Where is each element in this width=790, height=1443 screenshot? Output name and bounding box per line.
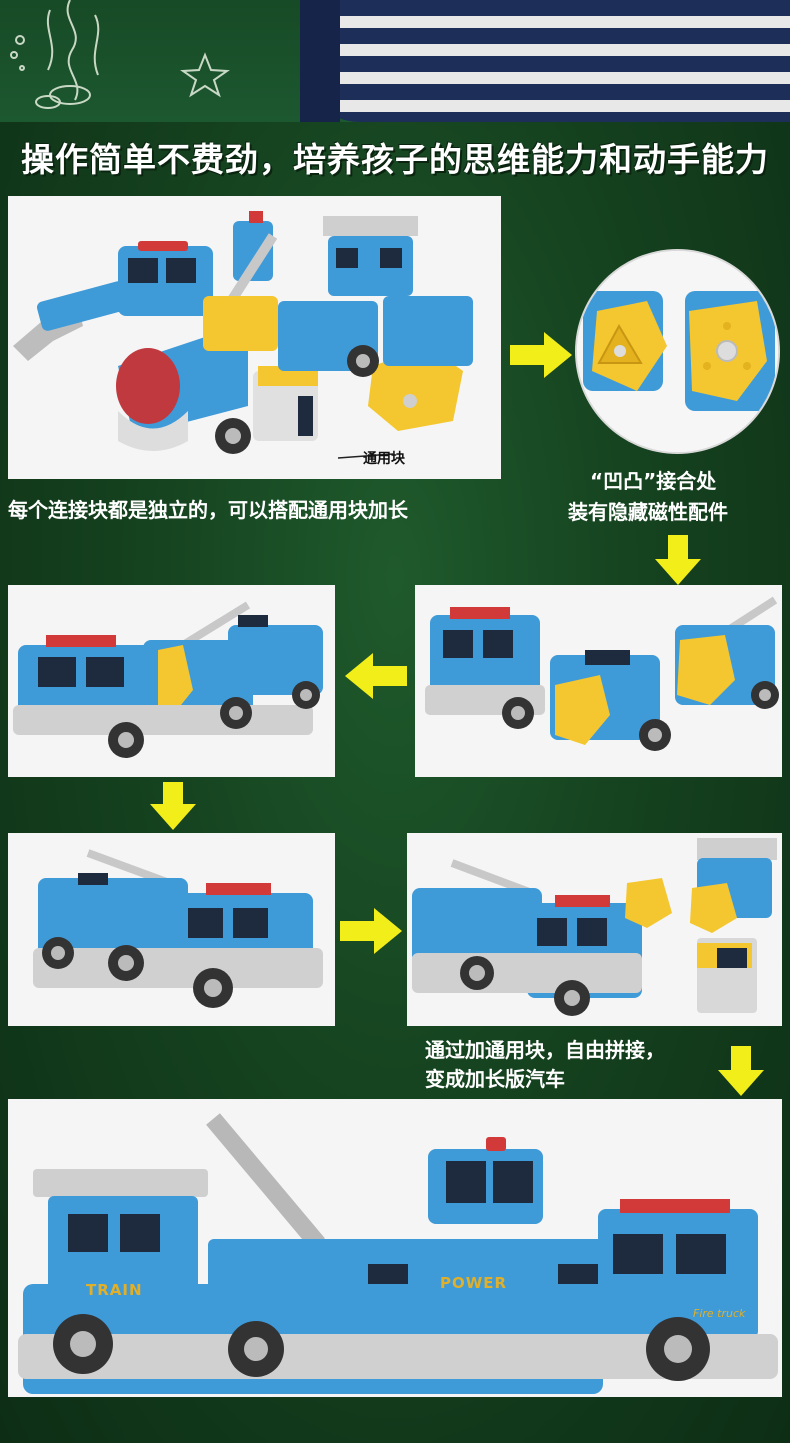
step5-caption-line1: 通过加通用块，自由拼接， — [425, 1038, 665, 1062]
chalk-doodle-icon — [10, 0, 230, 109]
arrow-left-icon — [345, 653, 407, 699]
trucks-with-blocks-photo — [407, 833, 782, 1026]
magnet-caption-line1: “凹凸”接合处 — [590, 469, 717, 493]
step1-caption: 每个连接块都是独立的，可以搭配通用块加长 — [8, 498, 408, 522]
train-label: TRAIN — [86, 1281, 143, 1299]
universal-block-callout: 通用块 — [363, 451, 405, 467]
arrow-right-icon-2 — [340, 908, 402, 954]
toy-pieces-photo: 通用块 — [8, 196, 501, 479]
extended-vehicle-photo: TRAIN POWER Fire truck — [8, 1099, 782, 1397]
three-trucks-connected-photo — [8, 585, 335, 777]
two-trucks-connected-photo — [8, 833, 335, 1026]
three-trucks-separate-photo — [415, 585, 782, 777]
hero-banner — [0, 0, 790, 122]
child-sweater-photo — [300, 0, 790, 122]
step5-caption-line2: 变成加长版汽车 — [425, 1067, 565, 1091]
arrow-down-icon-2 — [150, 782, 196, 830]
fire-truck-label: Fire truck — [693, 1307, 746, 1320]
headline: 操作简单不费劲，培养孩子的思维能力和动手能力 — [21, 140, 769, 179]
power-label: POWER — [440, 1274, 508, 1292]
arrow-right-icon — [510, 332, 572, 378]
magnet-caption-line2: 装有隐藏磁性配件 — [568, 500, 728, 524]
magnet-closeup-photo — [577, 251, 778, 452]
arrow-down-icon — [655, 535, 701, 585]
arrow-down-icon-3 — [718, 1046, 764, 1096]
